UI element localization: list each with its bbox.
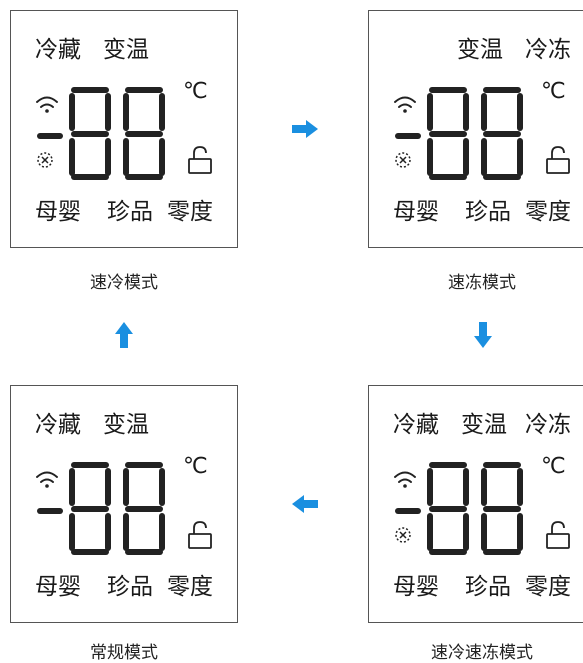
digit-1 [69, 87, 111, 180]
arrow-up-icon [115, 322, 133, 348]
celsius-unit: ℃ [183, 454, 208, 479]
lcd-digits [394, 462, 570, 555]
lock-icon [546, 146, 570, 174]
panel-quick-cool: 冷藏 变温 母婴 珍品 零度 ℃ [10, 10, 238, 248]
digit-1 [427, 462, 469, 555]
digit-2 [481, 462, 523, 555]
wifi-icon [36, 471, 58, 488]
celsius-unit: ℃ [541, 454, 566, 479]
label-freeze: 冷冻 [525, 412, 571, 438]
label-treasure: 珍品 [465, 199, 511, 225]
digit-1 [427, 87, 469, 180]
label-mother-baby: 母婴 [35, 574, 81, 600]
lcd-digits [36, 87, 212, 180]
digit-1 [69, 462, 111, 555]
panel-quick-cool-quick-freeze: 冷藏 变温 冷冻 母婴 珍品 零度 ℃ [368, 385, 583, 623]
label-treasure: 珍品 [107, 199, 153, 225]
label-freeze: 冷冻 [525, 37, 571, 63]
wifi-icon [394, 471, 416, 488]
digit-2 [123, 87, 165, 180]
panel-normal: 冷藏 变温 母婴 珍品 零度 ℃ [10, 385, 238, 623]
caption-normal: 常规模式 [90, 643, 158, 663]
label-mother-baby: 母婴 [393, 199, 439, 225]
label-mother-baby: 母婴 [35, 199, 81, 225]
fan-icon [395, 152, 411, 168]
wifi-icon [394, 96, 416, 113]
fan-icon [37, 152, 53, 168]
label-zero-degree: 零度 [167, 574, 213, 600]
lcd-digits [36, 462, 212, 555]
label-refrigerate: 冷藏 [35, 412, 81, 438]
lock-icon [188, 146, 212, 174]
panel-quick-freeze: 变温 冷冻 母婴 珍品 零度 ℃ [368, 10, 583, 248]
label-variable-temp: 变温 [457, 37, 503, 63]
digit-2 [123, 462, 165, 555]
wifi-icon [36, 96, 58, 113]
celsius-unit: ℃ [541, 79, 566, 104]
celsius-unit: ℃ [183, 79, 208, 104]
minus-segment [395, 133, 421, 139]
arrow-left-icon [292, 495, 318, 513]
digit-2 [481, 87, 523, 180]
label-refrigerate: 冷藏 [35, 37, 81, 63]
caption-quick-cool: 速冷模式 [90, 273, 158, 293]
label-refrigerate: 冷藏 [393, 412, 439, 438]
label-variable-temp: 变温 [103, 37, 149, 63]
label-zero-degree: 零度 [525, 574, 571, 600]
label-zero-degree: 零度 [167, 199, 213, 225]
arrow-right-icon [292, 120, 318, 138]
minus-segment [37, 133, 63, 139]
lock-icon [188, 521, 212, 549]
label-treasure: 珍品 [465, 574, 511, 600]
label-variable-temp: 变温 [103, 412, 149, 438]
arrow-down-icon [474, 322, 492, 348]
label-mother-baby: 母婴 [393, 574, 439, 600]
minus-segment [37, 508, 63, 514]
label-zero-degree: 零度 [525, 199, 571, 225]
fan-icon [395, 527, 411, 543]
label-variable-temp: 变温 [461, 412, 507, 438]
label-treasure: 珍品 [107, 574, 153, 600]
caption-quick-freeze: 速冻模式 [448, 273, 516, 293]
lcd-digits [394, 87, 570, 180]
lock-icon [546, 521, 570, 549]
caption-quick-cool-quick-freeze: 速冷速冻模式 [431, 643, 533, 663]
minus-segment [395, 508, 421, 514]
